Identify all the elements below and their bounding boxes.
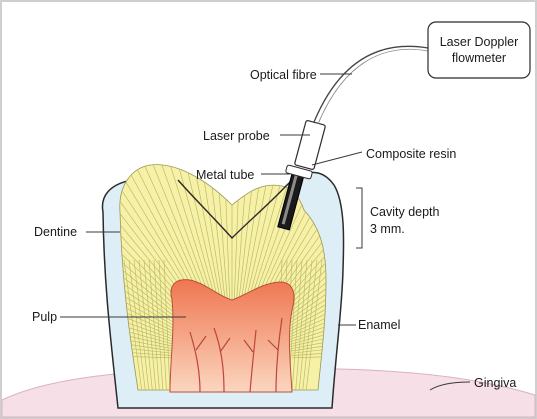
label-cavity-depth-line2: 3 mm. bbox=[370, 222, 405, 236]
label-metal-tube: Metal tube bbox=[196, 168, 254, 182]
optical-fibre-inner bbox=[318, 49, 428, 124]
flowmeter-label-line2: flowmeter bbox=[452, 51, 506, 65]
label-optical-fibre: Optical fibre bbox=[250, 68, 317, 82]
label-cavity-depth-line1: Cavity depth bbox=[370, 205, 440, 219]
label-enamel: Enamel bbox=[358, 318, 400, 332]
optical-fibre bbox=[314, 46, 428, 122]
cavity-depth-bracket bbox=[356, 188, 362, 248]
flowmeter-label-line1: Laser Doppler bbox=[440, 35, 519, 49]
leader-composite-resin bbox=[312, 152, 362, 165]
flowmeter-box bbox=[428, 22, 530, 78]
label-composite-resin: Composite resin bbox=[366, 147, 456, 161]
label-pulp: Pulp bbox=[32, 310, 57, 324]
label-gingiva: Gingiva bbox=[474, 376, 516, 390]
label-dentine: Dentine bbox=[34, 225, 77, 239]
label-laser-probe: Laser probe bbox=[203, 129, 270, 143]
